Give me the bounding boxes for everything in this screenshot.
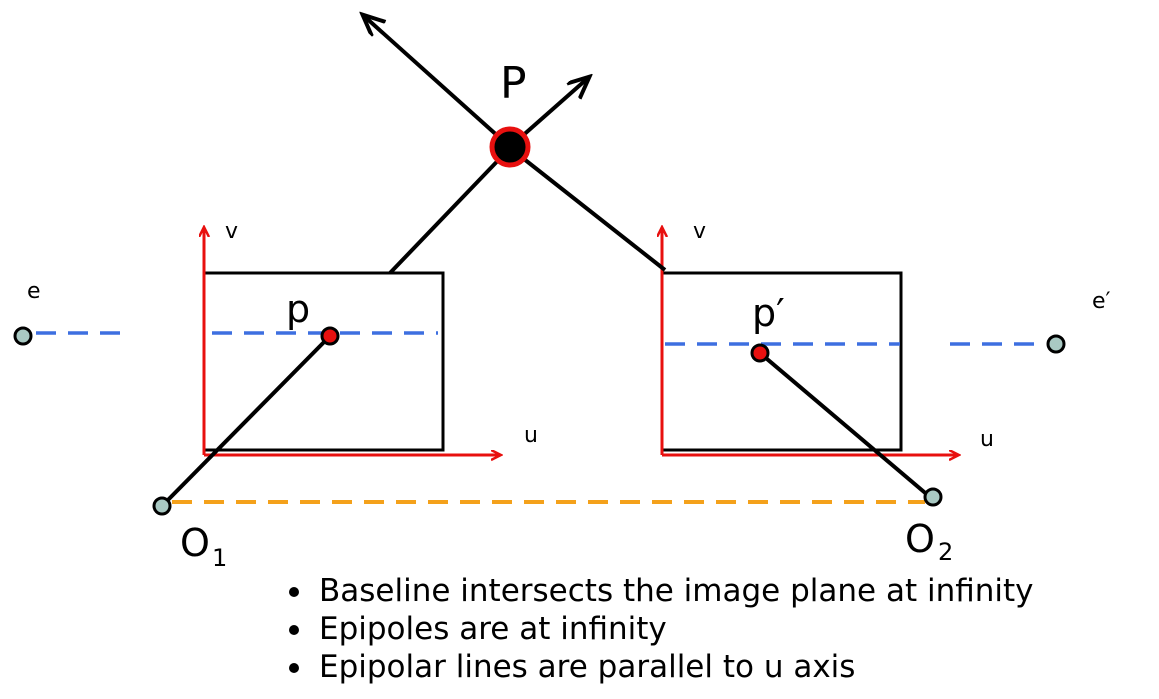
bullet-list: Baseline intersects the image plane at i…	[285, 572, 1034, 686]
label-O2: O	[905, 517, 935, 561]
ray-arrow-upper-right	[518, 78, 588, 140]
label-P: P	[500, 58, 527, 109]
label-right-v: v	[693, 219, 706, 244]
bullet-item: Baseline intersects the image plane at i…	[285, 572, 1034, 610]
ray-arrow-upper-left	[364, 16, 502, 140]
label-O1-subscript: 1	[212, 544, 227, 572]
label-left-v: v	[225, 219, 238, 244]
bullet-item: Epipoles are at infinity	[285, 610, 1034, 648]
label-O1: O	[180, 521, 210, 565]
epipole-e-prime	[1046, 334, 1066, 354]
image-point-p-prime	[750, 343, 770, 363]
label-p: p	[286, 287, 310, 331]
label-O2-subscript: 2	[938, 538, 953, 566]
label-p-prime: p′	[752, 291, 785, 335]
label-e-prime: e′	[1092, 289, 1111, 314]
ray-O1-to-p	[160, 334, 332, 508]
ray-P-to-right-plane	[508, 146, 667, 272]
label-e: e	[27, 279, 41, 304]
camera-center-O1	[152, 496, 172, 516]
camera-center-O2	[923, 487, 943, 507]
ray-O2-to-p-prime	[758, 351, 932, 499]
ray-P-to-left-plane	[388, 146, 512, 275]
world-point-P	[489, 126, 531, 168]
bullet-item: Epipolar lines are parallel to u axis	[285, 648, 1034, 686]
label-right-u: u	[980, 427, 994, 452]
epipole-e	[13, 326, 33, 346]
left-image-plane	[202, 271, 445, 452]
label-left-u: u	[524, 423, 538, 448]
image-point-p	[320, 326, 340, 346]
